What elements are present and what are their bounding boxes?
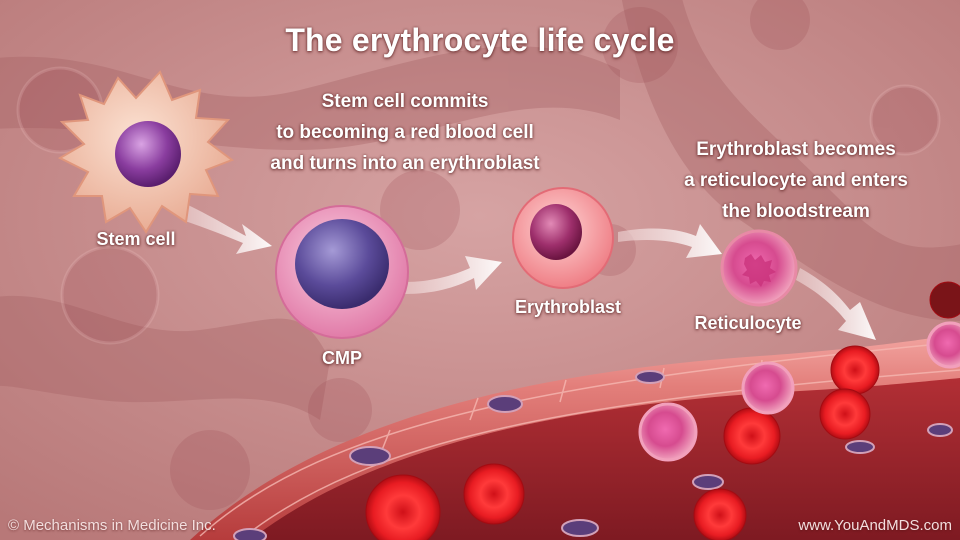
erythroblast-cell xyxy=(512,187,614,289)
caption-line: the bloodstream xyxy=(722,201,870,222)
caption-line: and turns into an erythroblast xyxy=(270,153,540,174)
caption-line: Erythroblast becomes xyxy=(696,139,896,160)
copyright-notice: © Mechanisms in Medicine Inc. xyxy=(8,517,216,534)
cmp-cell xyxy=(275,205,409,339)
caption-line: a reticulocyte and enters xyxy=(684,170,908,191)
label-stem-cell: Stem cell xyxy=(96,229,176,249)
reticulocyte-cell xyxy=(720,229,798,307)
caption-line: Stem cell commits xyxy=(321,91,489,112)
arrow-erythroblast-to-reticulocyte xyxy=(618,224,722,258)
blood-vessel xyxy=(190,281,960,540)
caption-stem-commit: Stem cell commits to becoming a red bloo… xyxy=(225,86,585,179)
red-blood-cells xyxy=(365,281,960,540)
caption-line: to becoming a red blood cell xyxy=(276,122,534,143)
arrow-reticulocyte-to-vessel xyxy=(796,268,876,340)
caption-erythroblast-becomes: Erythroblast becomes a reticulocyte and … xyxy=(646,134,946,227)
page-title: The erythrocyte life cycle xyxy=(285,22,675,58)
cmp-nucleus xyxy=(295,219,389,309)
label-reticulocyte: Reticulocyte xyxy=(694,313,802,333)
stem-cell xyxy=(57,70,235,234)
erythroblast-nucleus xyxy=(530,204,582,260)
arrow-cmp-to-erythroblast xyxy=(405,256,502,294)
stem-cell-nucleus xyxy=(115,121,181,187)
arrow-stem-to-cmp xyxy=(182,205,272,254)
label-erythroblast: Erythroblast xyxy=(514,297,622,317)
flow-arrows xyxy=(182,205,876,340)
label-cmp: CMP xyxy=(322,348,362,368)
website-link[interactable]: www.YouAndMDS.com xyxy=(798,517,952,534)
